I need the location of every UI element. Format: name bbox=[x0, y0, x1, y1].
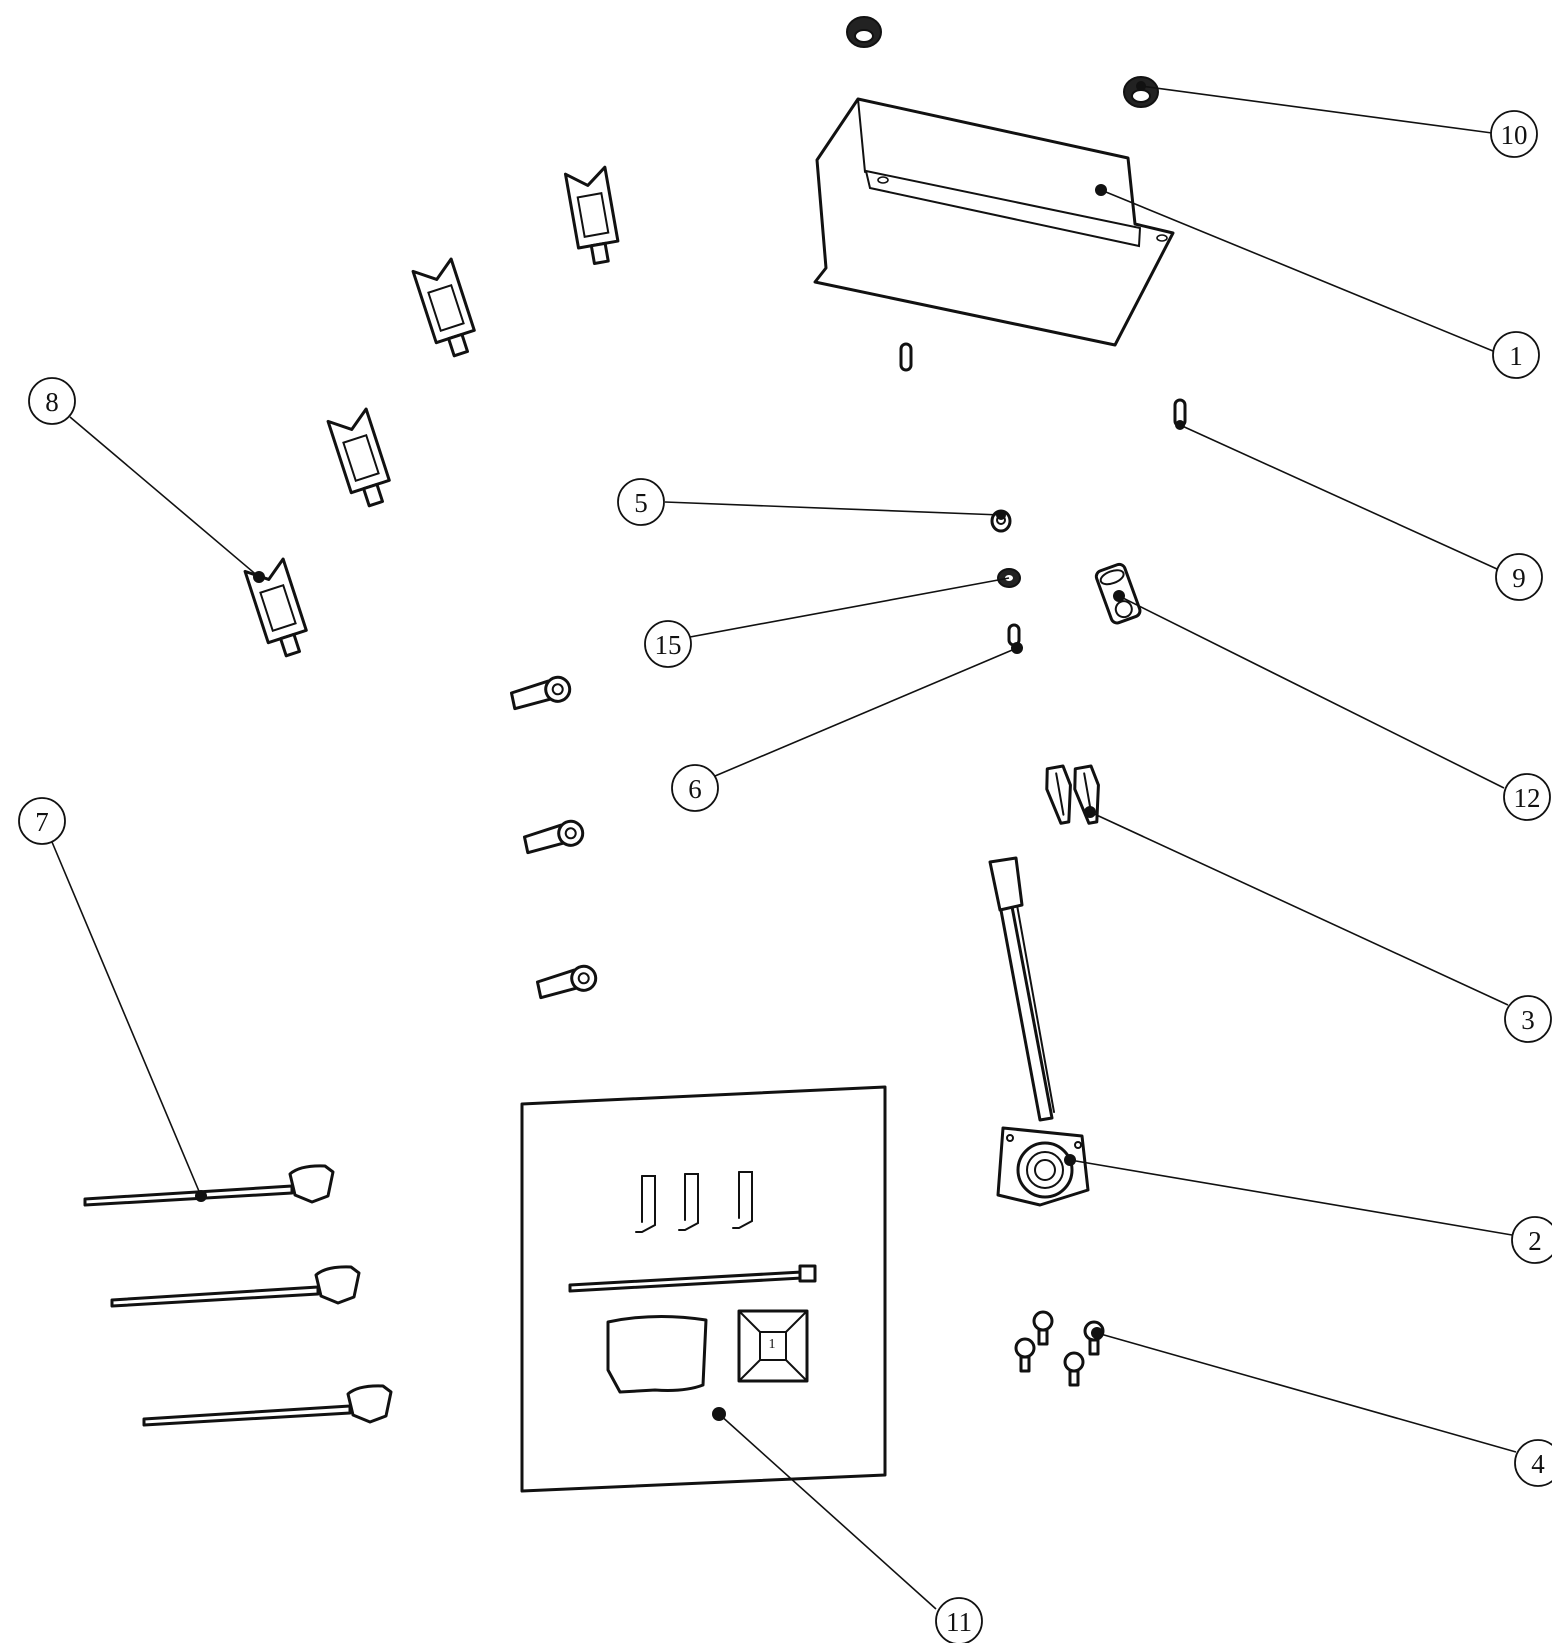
callout-3: 3 bbox=[1504, 995, 1552, 1043]
callout-10: 10 bbox=[1490, 110, 1538, 158]
callout-6: 6 bbox=[671, 764, 719, 812]
pin bbox=[1173, 398, 1187, 430]
connector-harness bbox=[988, 856, 1090, 1207]
bracket-clip bbox=[563, 165, 620, 265]
kit-cable-tie bbox=[568, 1264, 817, 1293]
callout-11: 11 bbox=[935, 1597, 983, 1643]
cable-lock bbox=[535, 964, 598, 1000]
kit-pad-label: 1 bbox=[769, 1337, 776, 1352]
callout-2-label: 2 bbox=[1528, 1226, 1542, 1256]
callouts: 1 2 3 4 5 6 7 8 9 10 11 12 15 bbox=[18, 110, 1552, 1643]
callout-5: 5 bbox=[617, 478, 665, 526]
grommet bbox=[1123, 76, 1159, 108]
callout-15-label: 15 bbox=[655, 630, 682, 660]
callout-12-label: 12 bbox=[1514, 783, 1541, 813]
terminal-clip bbox=[1045, 764, 1072, 825]
callout-12: 12 bbox=[1503, 773, 1551, 821]
mounting-screw bbox=[1014, 1337, 1036, 1373]
callout-4-label: 4 bbox=[1531, 1449, 1545, 1479]
probe-rod bbox=[142, 1384, 393, 1427]
callout-2: 2 bbox=[1511, 1216, 1552, 1264]
callout-7-label: 7 bbox=[35, 807, 49, 837]
kit-terminals bbox=[635, 1171, 753, 1233]
probe-rod bbox=[83, 1164, 335, 1207]
callout-10-label: 10 bbox=[1501, 120, 1528, 150]
mounting-screws bbox=[1014, 1310, 1105, 1387]
callout-5-label: 5 bbox=[634, 488, 648, 518]
mounting-screw bbox=[1063, 1351, 1085, 1387]
kit-adhesive-mount: 1 bbox=[737, 1309, 809, 1383]
hardware-kit-card: 1 bbox=[520, 1085, 887, 1493]
callout-15: 15 bbox=[644, 620, 692, 668]
callout-7: 7 bbox=[18, 797, 66, 845]
mounting-screw bbox=[1032, 1310, 1054, 1346]
washer bbox=[997, 568, 1021, 588]
leader-lines bbox=[51, 81, 1517, 1610]
bracket-clip bbox=[411, 257, 476, 358]
callout-6-label: 6 bbox=[688, 774, 702, 804]
callout-1-label: 1 bbox=[1509, 341, 1523, 371]
callout-3-label: 3 bbox=[1521, 1005, 1535, 1035]
cable-lock bbox=[509, 675, 572, 711]
cover-pin bbox=[899, 342, 913, 372]
callout-11-label: 11 bbox=[946, 1607, 972, 1637]
callout-9-label: 9 bbox=[1512, 563, 1526, 593]
cable-lock bbox=[522, 819, 585, 855]
callout-8: 8 bbox=[28, 377, 76, 425]
cable-locks bbox=[509, 675, 598, 1000]
probe-rod bbox=[110, 1265, 361, 1308]
callout-4: 4 bbox=[1514, 1439, 1552, 1487]
bracket-clips bbox=[243, 165, 620, 658]
terminal-clips bbox=[1045, 764, 1100, 825]
callout-8-label: 8 bbox=[45, 387, 59, 417]
enclosure-cover bbox=[813, 97, 1175, 347]
kit-rubber-pad bbox=[606, 1314, 708, 1394]
callout-9: 9 bbox=[1495, 553, 1543, 601]
grommet-top bbox=[846, 16, 882, 48]
callout-1: 1 bbox=[1492, 331, 1540, 379]
probe-rods bbox=[83, 1164, 393, 1427]
bracket-clip bbox=[326, 407, 391, 508]
